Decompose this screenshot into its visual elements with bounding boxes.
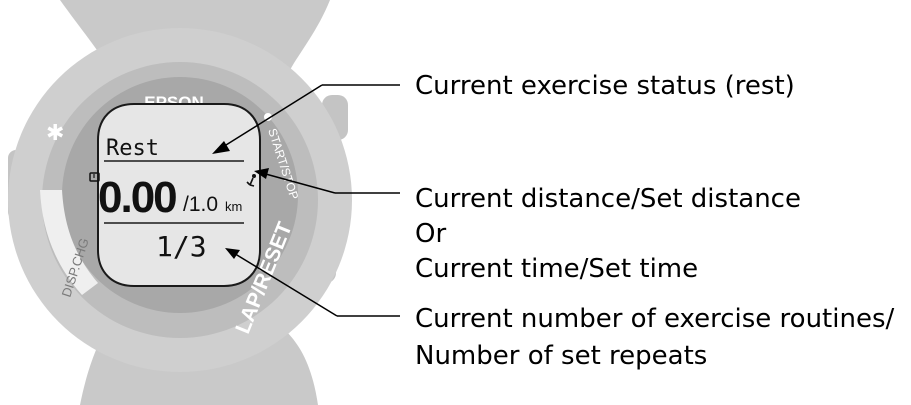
callout-status: Current exercise status (rest) — [415, 71, 795, 101]
callout-routines-leader — [225, 248, 400, 317]
callout-status-leader — [212, 84, 400, 154]
lcd-routine-count: 1/3 — [156, 230, 207, 263]
callout-distance-line2: Current time/Set time — [415, 254, 699, 284]
callout-routines-line1: Current number of exercise routines/ — [415, 304, 895, 334]
lcd-distance-unit: km — [225, 199, 242, 214]
lcd-distance-set: /1.0 — [183, 193, 218, 216]
lcd-status: Rest — [106, 136, 159, 161]
callout-distance-or: Or — [415, 219, 447, 249]
callout-distance-leader — [254, 168, 400, 194]
stopwatch-icon — [89, 172, 100, 182]
callout-distance-line1: Current distance/Set distance — [415, 184, 801, 214]
start-stop-dot — [264, 113, 272, 121]
runner-icon — [246, 174, 256, 187]
callout-routines-line2: Number of set repeats — [415, 341, 708, 371]
lcd-distance-current: 0.00 — [98, 173, 176, 222]
disp-chg-button[interactable] — [40, 190, 98, 295]
light-icon[interactable]: ✱ — [46, 120, 64, 145]
